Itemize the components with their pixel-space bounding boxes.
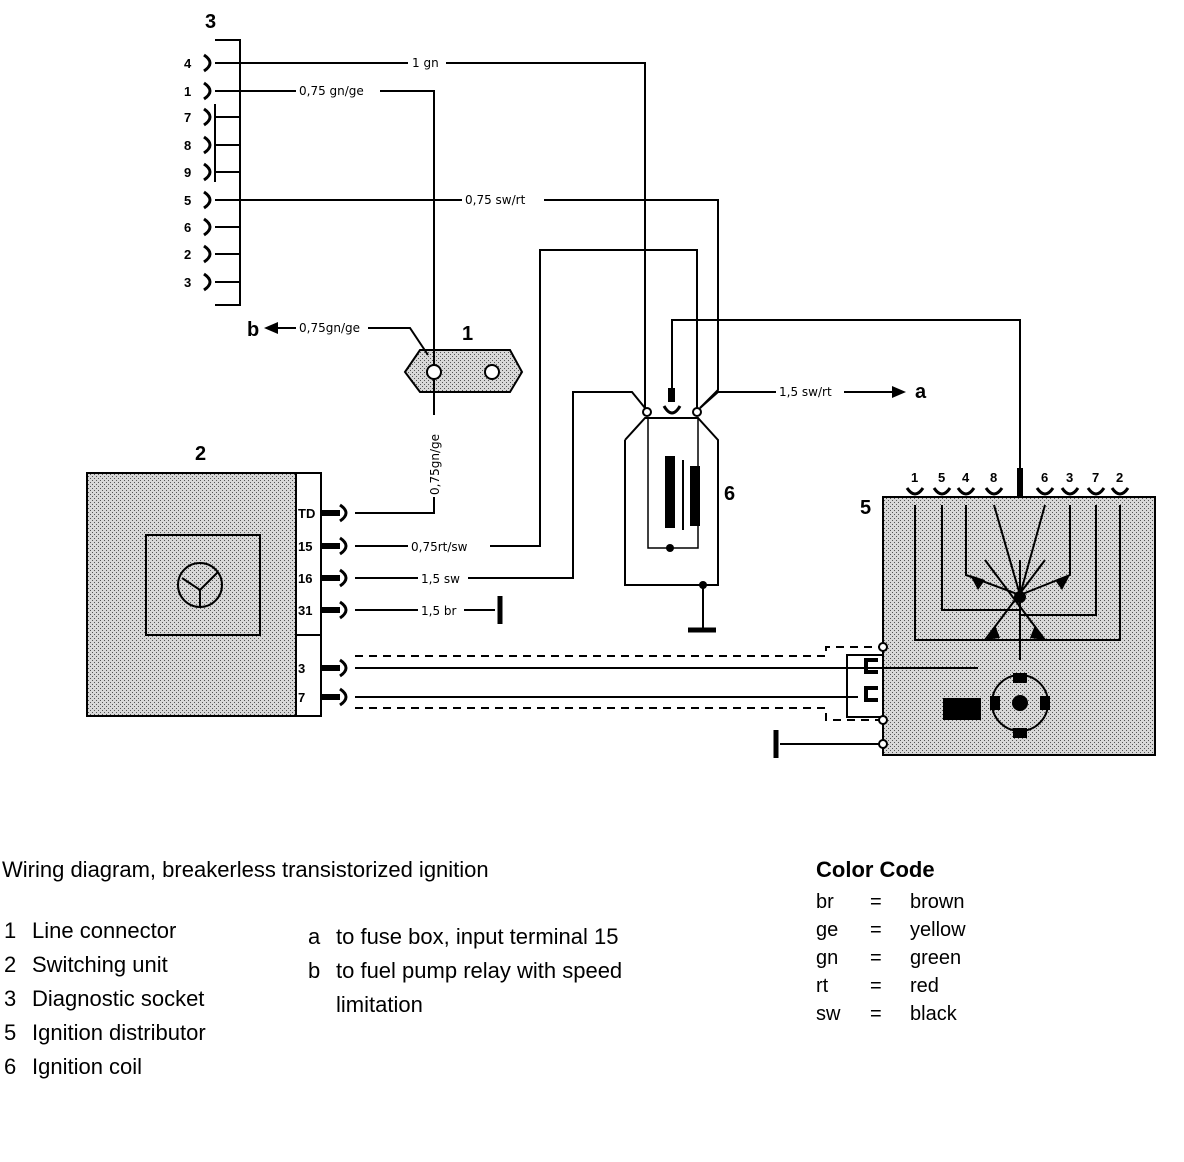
terminal-blade xyxy=(322,575,340,581)
terminal-blade xyxy=(322,665,340,671)
note-item: limitation xyxy=(336,992,423,1017)
socket-contact xyxy=(203,53,212,73)
ignition-distributor: 5 1 5 4 8 6 3 7 2 xyxy=(773,468,1156,758)
socket-pin-label: 1 xyxy=(184,84,191,99)
terminal-contact xyxy=(339,600,348,620)
terminal-contact xyxy=(339,536,348,556)
distributor-pin-label: 3 xyxy=(1066,470,1073,485)
distributor-pin-label: 6 xyxy=(1041,470,1048,485)
distributor-number: 5 xyxy=(860,497,871,519)
ignition-coil-number: 6 xyxy=(724,483,735,505)
terminal-label: 16 xyxy=(298,571,312,586)
color-code-row: rt=red xyxy=(816,975,939,997)
distributor-pin-label: 8 xyxy=(990,470,997,485)
terminal-label: TD xyxy=(298,506,315,521)
distributor-contact xyxy=(1035,487,1055,496)
distributor-contact xyxy=(1110,487,1130,496)
terminal-contact xyxy=(339,568,348,588)
switching-unit-number: 2 xyxy=(195,443,206,465)
socket-contact xyxy=(203,217,212,237)
distributor-contact xyxy=(932,487,952,496)
label-vert-075gnge: 0,75gn/ge xyxy=(428,434,442,495)
color-code-row: ge=yellow xyxy=(816,919,966,941)
label-1gn: 1 gn xyxy=(412,56,439,70)
label-15br: 1,5 br xyxy=(421,604,457,618)
distributor-pins: 1 5 4 8 6 3 7 2 xyxy=(905,468,1130,496)
socket-pin-label: 4 xyxy=(184,56,192,71)
distributor-pin-label: 4 xyxy=(962,470,970,485)
end-a: a xyxy=(915,381,927,403)
distributor-pin-label: 7 xyxy=(1092,470,1099,485)
line-connector-number: 1 xyxy=(462,323,473,345)
color-code: Color Code br=brown ge=yellow gn=green r… xyxy=(816,856,966,1028)
label-075rtsw: 0,75rt/sw xyxy=(411,540,468,554)
terminal-blade xyxy=(322,607,340,613)
terminal-blade xyxy=(322,510,340,516)
terminal-label: 7 xyxy=(298,690,305,705)
socket-contact xyxy=(203,244,212,264)
distributor-contact xyxy=(1060,487,1080,496)
diagram-caption: Wiring diagram, breakerless transistoriz… xyxy=(2,857,489,882)
distributor-contact xyxy=(956,487,976,496)
socket-pin-label: 7 xyxy=(184,110,191,125)
socket-contact xyxy=(203,272,212,292)
socket-pin-label: 8 xyxy=(184,138,191,153)
label-075gnge: 0,75 gn/ge xyxy=(299,84,364,98)
switching-unit-terminals: TD 15 16 31 3 7 xyxy=(298,503,348,707)
color-code-row: sw=black xyxy=(816,1003,957,1025)
socket-pin-label: 3 xyxy=(184,275,191,290)
socket-pin-label: 2 xyxy=(184,247,191,262)
switching-unit: 2 TD 15 16 31 3 7 xyxy=(86,443,348,717)
socket-contact xyxy=(203,81,212,101)
terminal-contact xyxy=(339,658,348,678)
socket-pin-label: 6 xyxy=(184,220,191,235)
color-code-row: br=brown xyxy=(816,891,965,913)
terminal-label: 3 xyxy=(298,661,305,676)
socket-contact xyxy=(203,190,212,210)
diagnostic-socket: 3 4 1 7 8 9 5 6 2 3 xyxy=(184,11,241,306)
socket-pin-label: 9 xyxy=(184,165,191,180)
distributor-contact xyxy=(905,487,925,496)
socket-contact xyxy=(203,162,212,182)
distributor-contact xyxy=(1086,487,1106,496)
distributor-contact xyxy=(984,487,1004,496)
distributor-pin-label: 2 xyxy=(1116,470,1123,485)
distributor-pin-label: 1 xyxy=(911,470,918,485)
color-code-row: gn=green xyxy=(816,947,962,969)
terminal-label: 31 xyxy=(298,603,312,618)
socket-number: 3 xyxy=(205,11,216,33)
distributor-pin-label: 5 xyxy=(938,470,945,485)
wire-labels: 1 gn 0,75 gn/ge 0,75 sw/rt 0,75gn/ge 0,7… xyxy=(247,55,927,618)
line-connector: 1 xyxy=(403,323,524,393)
color-code-title: Color Code xyxy=(816,857,935,882)
end-b: b xyxy=(247,319,259,341)
terminal-blade xyxy=(322,543,340,549)
terminal-label: 15 xyxy=(298,539,312,554)
label-15swrt: 1,5 sw/rt xyxy=(779,385,832,399)
socket-contact xyxy=(203,107,212,127)
label-075swrt: 0,75 sw/rt xyxy=(465,193,526,207)
label-b-075gnge: 0,75gn/ge xyxy=(299,321,360,335)
socket-pin-label: 5 xyxy=(184,193,191,208)
terminal-contact xyxy=(339,687,348,707)
label-15sw: 1,5 sw xyxy=(421,572,460,586)
terminal-contact xyxy=(339,503,348,523)
ignition-coil: 6 xyxy=(624,388,735,633)
terminal-blade xyxy=(322,694,340,700)
socket-contact xyxy=(203,135,212,155)
